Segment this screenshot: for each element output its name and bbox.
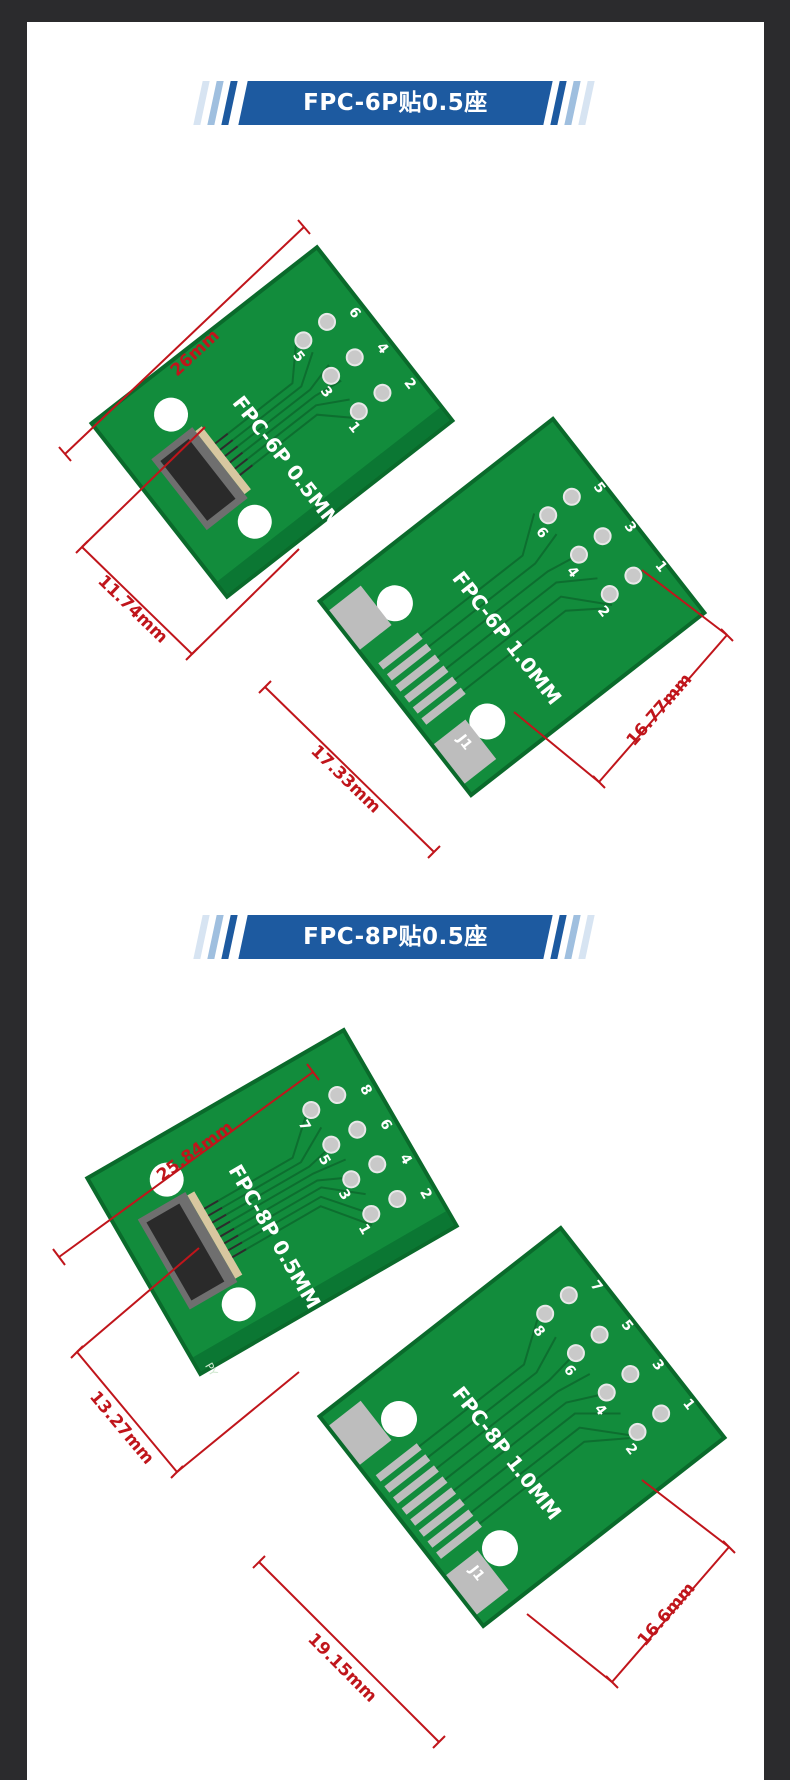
mounting-hole <box>381 1401 418 1438</box>
reference-label: J1 <box>465 1562 487 1584</box>
reference-label: J1 <box>453 731 475 753</box>
solder-pad <box>329 585 392 650</box>
pcb-board-small: FPC-6P 0.5MM 6 4 2 5 3 1 <box>88 244 456 600</box>
mounting-hole <box>376 585 413 622</box>
banner-title: FPC-6P贴0.5座 <box>303 90 488 116</box>
product-panel: FPC-6P贴0.5座 <box>27 22 764 1780</box>
product-photo-8p: FPC-8P 0.5MM PY 8 6 4 2 7 5 3 1 <box>52 1027 736 1749</box>
dimension-label: 17.33mm <box>307 741 385 817</box>
dimension-label: 16.77mm <box>623 670 697 750</box>
dimension-label: 16.6mm <box>634 1579 700 1651</box>
mounting-hole <box>154 397 189 432</box>
dimension-label: 19.15mm <box>303 1629 380 1706</box>
mounting-hole <box>221 1287 256 1322</box>
mounting-hole <box>237 504 272 539</box>
corner-label: PY <box>202 1361 220 1379</box>
solder-pad <box>329 1400 392 1465</box>
dimension-label: 11.74mm <box>94 571 172 647</box>
banner-title: FPC-8P贴0.5座 <box>303 924 488 950</box>
pcb-board-large: J1 FPC-8P 1.0MM 7 5 3 1 8 6 4 2 <box>316 1225 728 1629</box>
product-photo-6p: FPC-6P 0.5MM 6 4 2 5 3 1 <box>58 219 734 859</box>
dimension-lines <box>58 219 734 859</box>
section-banner: FPC-6P贴0.5座 <box>188 81 603 125</box>
section-banner: FPC-8P贴0.5座 <box>188 915 603 959</box>
dimension-lines <box>52 1063 736 1749</box>
pcb-board-large: J1 FPC-6P 1.0MM 5 3 1 6 4 2 <box>316 416 708 798</box>
pcb-board-small: FPC-8P 0.5MM PY 8 6 4 2 7 5 3 1 <box>84 1027 460 1379</box>
solder-pad <box>433 719 497 784</box>
mounting-hole <box>481 1530 518 1567</box>
mounting-hole <box>469 703 506 740</box>
solder-pad <box>446 1550 509 1615</box>
dimension-label: 13.27mm <box>85 1387 158 1468</box>
